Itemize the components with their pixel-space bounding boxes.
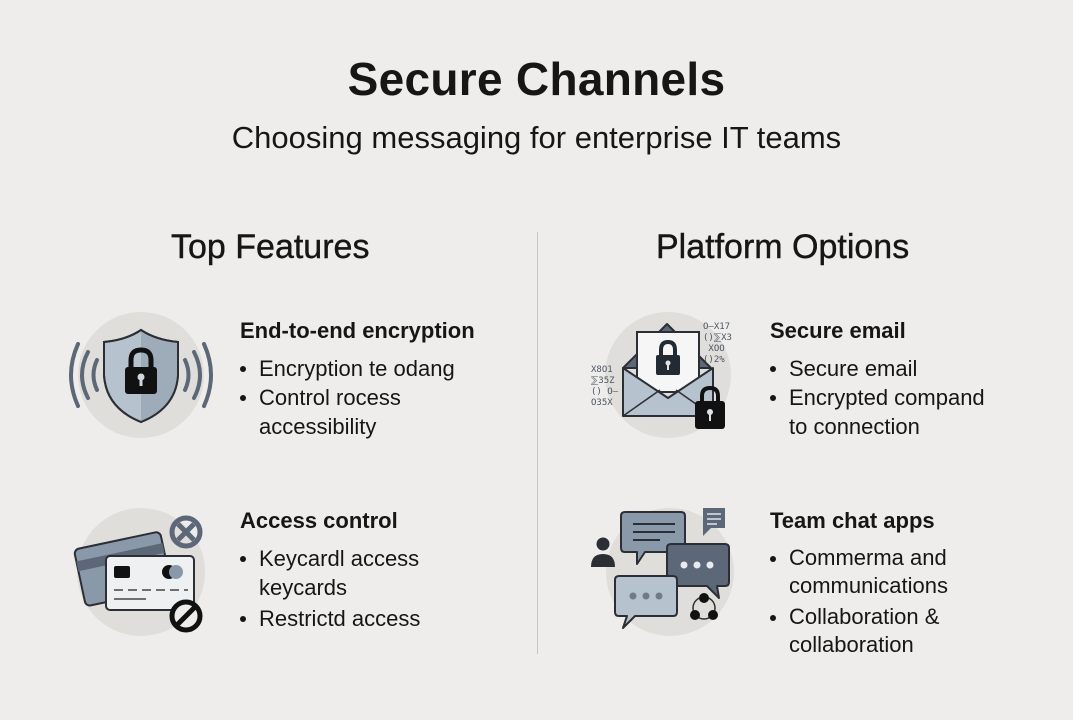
shield-lock-icon: [69, 312, 213, 438]
bullet-item: Control rocess accessibility: [238, 383, 439, 441]
feature-bullets: Encryption te odang Control rocess acces…: [238, 354, 508, 441]
bullet-item: Encryption te odang: [238, 354, 508, 383]
bullet-item: Keycardl access keycards: [238, 544, 448, 602]
secure-email-icon: [605, 312, 731, 438]
platform-bullets: Secure email Encrypted compand to connec…: [768, 354, 1008, 441]
platform-title: Team chat apps: [770, 508, 935, 533]
feature-title: End-to-end encryption: [240, 318, 475, 343]
top-features-heading: Top Features: [171, 228, 370, 266]
bullet-item: Commerma and communications: [768, 544, 968, 600]
feature-title: Access control: [240, 508, 398, 533]
code-glyphs-left: X8O1 ⅀35Z () O— O35X: [591, 365, 619, 408]
bullet-item: Restrictd access: [238, 604, 448, 633]
bullet-item: Secure email: [768, 354, 1008, 383]
keycard-access-icon: [73, 508, 205, 636]
page-title: Secure Channels: [347, 53, 726, 105]
platform-bullets: Commerma and communications Collaboratio…: [768, 544, 968, 659]
column-divider: [537, 232, 538, 654]
code-glyphs-right: O—X17 ()⅀X3 XOO ()2%: [703, 322, 732, 365]
page-subtitle: Choosing messaging for enterprise IT tea…: [231, 120, 842, 155]
bullet-item: Collaboration & collaboration: [768, 603, 959, 659]
platform-options-heading: Platform Options: [656, 228, 910, 266]
platform-title: Secure email: [770, 318, 906, 343]
team-chat-icon: [591, 508, 734, 636]
bullet-item: Encrypted compand to connection: [768, 383, 1008, 441]
feature-bullets: Keycardl access keycards Restrictd acces…: [238, 544, 448, 633]
